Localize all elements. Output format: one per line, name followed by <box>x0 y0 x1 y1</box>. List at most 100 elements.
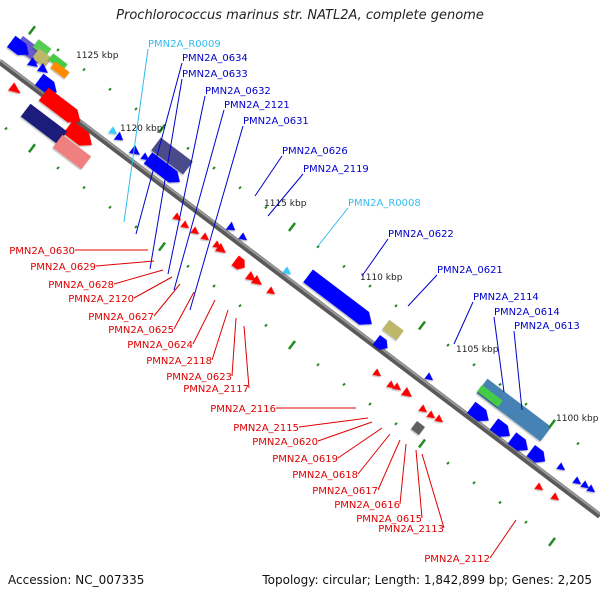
label-leader-line <box>361 238 389 277</box>
gene-arrow-body <box>231 255 245 270</box>
gene-arrow-body <box>35 73 57 94</box>
gene-arrow <box>489 418 510 437</box>
gene-triangle <box>190 226 200 235</box>
gene-triangle <box>424 372 434 381</box>
gene-box-body <box>477 384 503 408</box>
gene-triangle <box>572 476 582 485</box>
minor-tick <box>446 461 450 465</box>
gene-arrow <box>386 380 396 389</box>
gene-arrow <box>238 232 248 241</box>
minor-tick <box>446 343 450 347</box>
gene-arrow-body <box>38 87 81 123</box>
label-leader-line <box>357 433 391 475</box>
gene-box-body <box>32 39 52 57</box>
minor-tick <box>368 284 372 288</box>
forward-gene-label: PMN2A_0626 <box>282 146 348 157</box>
label-leader-line <box>399 443 407 505</box>
forward-gene-label: PMN2A_0622 <box>388 229 454 240</box>
minor-tick <box>264 323 268 328</box>
label-leader-line <box>453 301 474 345</box>
gene-box <box>50 61 70 79</box>
gene-arrow <box>556 462 566 471</box>
gene-arrow <box>303 269 372 325</box>
gene-arrow <box>572 476 582 485</box>
minor-tick <box>4 126 8 131</box>
reverse-gene-label: PMN2A_0623 <box>166 372 232 383</box>
kbp-tick-label: 1120 kbp <box>120 124 163 134</box>
minor-tick <box>472 481 476 485</box>
label-leader-line <box>189 125 244 311</box>
major-tick <box>548 419 556 429</box>
gene-arrow <box>424 372 434 381</box>
gene-triangle <box>586 484 596 493</box>
label-leader-line <box>415 449 423 519</box>
gene-triangle <box>180 220 190 229</box>
minor-tick <box>108 205 112 209</box>
minor-tick <box>212 284 216 288</box>
gene-triangle <box>113 131 124 141</box>
gene-arrow <box>392 382 402 391</box>
gene-box-body <box>476 378 552 442</box>
major-tick <box>288 222 296 232</box>
gene-arrow-body <box>526 444 546 463</box>
reverse-gene-label: PMN2A_2116 <box>210 404 276 415</box>
minor-tick <box>134 225 138 229</box>
gene-arrow <box>372 334 388 350</box>
label-leader-line <box>133 276 173 299</box>
label-leader-line <box>192 299 216 345</box>
minor-tick <box>498 500 502 505</box>
label-leader-line <box>95 260 155 267</box>
gene-arrow <box>467 401 489 422</box>
gene-box-body <box>48 53 68 71</box>
minor-tick <box>264 205 268 210</box>
gene-triangle <box>386 380 396 389</box>
reverse-gene-label: PMN2A_0619 <box>272 454 338 465</box>
gene-arrow <box>140 152 150 161</box>
gene-arrow-body <box>489 418 510 437</box>
gene-box <box>20 103 68 145</box>
gene-arrow <box>38 87 81 123</box>
gene-triangle <box>392 382 402 391</box>
reverse-gene-label: PMN2A_2113 <box>378 524 444 535</box>
gene-triangle <box>556 462 566 471</box>
label-leader-line <box>317 207 349 247</box>
gene-arrow-body <box>372 334 388 350</box>
label-leader-line <box>123 48 149 223</box>
label-leader-line <box>489 519 517 559</box>
major-tick <box>548 537 556 547</box>
gene-triangle <box>140 152 150 161</box>
minor-tick <box>524 402 528 406</box>
forward-gene-label: PMN2A_0613 <box>514 321 580 332</box>
forward-gene-label: PMN2A_0634 <box>182 53 248 64</box>
gene-arrow-body <box>63 120 92 146</box>
gene-box <box>48 53 68 71</box>
forward-gene-label: PMN2A_2121 <box>224 100 290 111</box>
gene-arrow <box>35 73 57 94</box>
minor-tick <box>498 382 502 387</box>
gene-triangle <box>36 62 48 74</box>
forward-gene-label: PMN2A_R0009 <box>148 39 221 50</box>
gene-arrow <box>63 120 92 146</box>
gene-arrow <box>180 220 190 229</box>
label-leader-line <box>317 421 373 442</box>
label-leader-line <box>407 274 438 307</box>
kbp-tick-label: 1115 kbp <box>264 199 307 209</box>
gene-arrow <box>400 386 412 398</box>
major-tick <box>288 340 296 350</box>
major-tick <box>28 143 36 153</box>
label-leader-line <box>167 95 206 275</box>
gene-arrow <box>372 368 382 377</box>
reverse-gene-label: PMN2A_0615 <box>356 514 422 525</box>
reverse-gene-label: PMN2A_0618 <box>292 470 358 481</box>
gene-arrow <box>418 404 428 413</box>
label-leader-line <box>254 155 283 197</box>
minor-tick <box>238 303 242 308</box>
label-leader-line <box>421 453 445 529</box>
major-tick <box>158 123 166 134</box>
gene-triangle <box>400 386 412 398</box>
label-leader-line <box>243 325 250 389</box>
gene-arrow <box>250 274 262 286</box>
gene-triangle <box>372 368 382 377</box>
forward-gene-label: PMN2A_0633 <box>182 69 248 80</box>
